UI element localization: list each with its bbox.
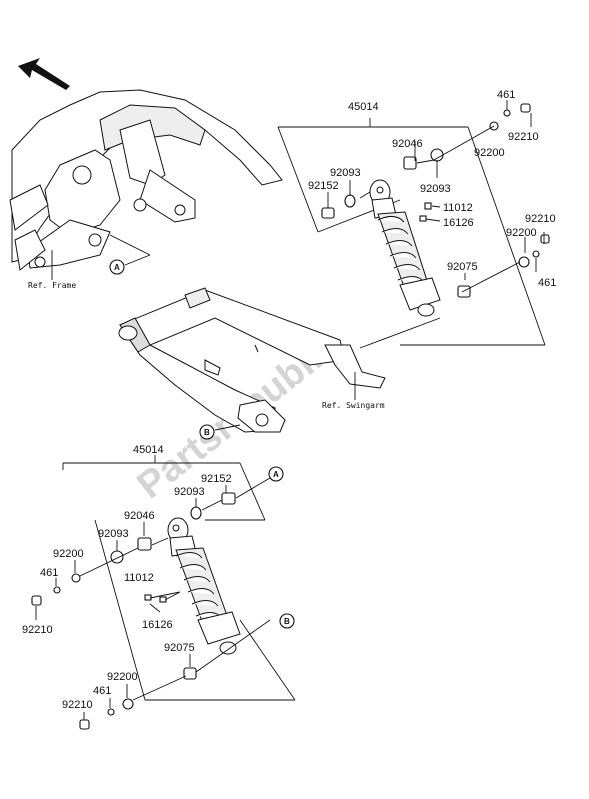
marker-b-upper: B: [199, 424, 215, 440]
svg-text:A: A: [114, 263, 120, 272]
upper-washer-92200b: [518, 256, 530, 268]
lower-washer-92093a: [190, 506, 202, 520]
upper-label-461: 461: [497, 89, 515, 101]
upper-nut-461a: [503, 109, 511, 117]
svg-text:B: B: [204, 428, 210, 437]
lower-label-92093a: 92093: [174, 486, 205, 498]
upper-assembly-number: 45014: [348, 101, 379, 113]
lower-label-92152: 92152: [201, 473, 232, 485]
svg-text:A: A: [273, 470, 279, 479]
lower-nut-461b: [107, 708, 115, 716]
lower-label-92075: 92075: [164, 642, 195, 654]
lower-label-461b: 461: [93, 685, 111, 697]
lower-assembly-number: 45014: [133, 444, 164, 456]
lower-washer-92200a: [71, 573, 81, 583]
upper-label-92200b: 92200: [506, 227, 537, 239]
lower-collar-92152: [221, 492, 236, 505]
upper-label-11012: 11012: [443, 202, 473, 214]
upper-label-92152: 92152: [308, 180, 339, 192]
lower-shock-absorber: [167, 517, 241, 655]
upper-washer-92093a: [430, 148, 444, 162]
upper-label-92210: 92210: [508, 131, 539, 143]
lower-label-92093b: 92093: [98, 528, 129, 540]
upper-label-92210b: 92210: [525, 213, 556, 225]
lower-label-92210b: 92210: [62, 699, 93, 711]
upper-grease-11012: [424, 202, 432, 210]
lower-nut-461a: [53, 586, 61, 594]
upper-collar-92075: [457, 285, 471, 298]
lower-cap-92210b: [79, 719, 90, 730]
upper-washer-92093b: [344, 194, 356, 208]
upper-label-16126: 16126: [443, 217, 474, 229]
lower-label-92200a: 92200: [53, 548, 84, 560]
upper-label-461b: 461: [538, 277, 556, 289]
lower-label-11012: 11012: [124, 572, 154, 584]
upper-cap-92210a: [520, 103, 531, 113]
upper-shock-absorber: [369, 179, 441, 317]
lower-collar-92075: [183, 667, 197, 680]
frame-illustration: [9, 89, 283, 271]
ref-frame-label: Ref. Frame: [28, 281, 76, 290]
lower-label-92200b: 92200: [107, 671, 138, 683]
lower-label-92046: 92046: [124, 510, 155, 522]
lower-label-92210a: 92210: [22, 624, 53, 636]
marker-a-lower: A: [268, 466, 284, 482]
ref-swingarm-label: Ref. Swingarm: [322, 401, 385, 410]
upper-label-92093a: 92093: [420, 183, 451, 195]
upper-bushing-92046: [403, 156, 417, 170]
upper-label-92046: 92046: [392, 138, 423, 150]
lower-grease-11012: [144, 594, 152, 601]
lower-washer-92093b: [110, 550, 124, 564]
upper-cap-92210b: [540, 234, 550, 244]
upper-label-92093b: 92093: [330, 167, 361, 179]
lower-bushing-92046: [137, 537, 152, 551]
upper-label-92075: 92075: [447, 261, 478, 273]
upper-grease-16126: [419, 215, 427, 222]
lower-washer-92200b: [122, 698, 134, 710]
marker-a-upper: A: [109, 259, 125, 275]
upper-nut-461b: [532, 250, 540, 258]
lower-label-461a: 461: [40, 567, 58, 579]
svg-text:B: B: [284, 617, 290, 626]
swingarm-illustration: [118, 287, 386, 433]
front-direction-arrow-icon: [18, 58, 70, 90]
marker-b-lower: B: [279, 613, 295, 629]
upper-collar-92152: [321, 207, 335, 219]
lower-cap-92210a: [31, 595, 42, 606]
upper-label-92200: 92200: [474, 147, 505, 159]
lower-label-16126: 16126: [142, 619, 173, 631]
